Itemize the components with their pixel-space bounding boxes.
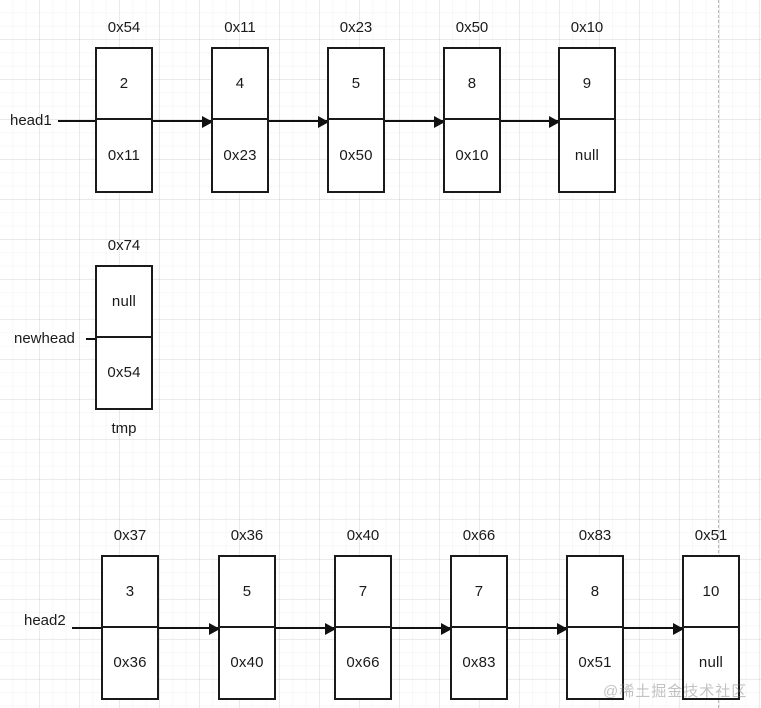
list-node: 2 0x11 bbox=[95, 47, 153, 193]
node-next: 0x51 bbox=[578, 654, 612, 672]
node-address-label: 0x54 bbox=[107, 19, 141, 36]
tmp-label: tmp bbox=[111, 420, 137, 437]
node-value: null bbox=[97, 267, 151, 338]
next-arrow bbox=[508, 623, 568, 635]
next-arrow bbox=[385, 116, 445, 128]
node-next: 0x66 bbox=[346, 654, 380, 672]
pointer-label-newhead: newhead bbox=[14, 330, 75, 347]
node-value: 5 bbox=[220, 557, 274, 628]
node-next: 0x50 bbox=[339, 147, 373, 164]
list-node: 7 0x83 bbox=[450, 555, 508, 700]
watermark: @稀土掘金技术社区 bbox=[603, 683, 748, 700]
node-address-label: 0x51 bbox=[694, 527, 728, 544]
pointer-label-head2: head2 bbox=[24, 612, 66, 629]
node-value: 8 bbox=[445, 49, 499, 120]
head2-stub-line bbox=[72, 627, 101, 629]
next-arrow bbox=[392, 623, 452, 635]
node-value: 3 bbox=[103, 557, 157, 628]
node-address-label: 0x37 bbox=[113, 527, 147, 544]
next-arrow bbox=[501, 116, 560, 128]
node-address-label: 0x10 bbox=[570, 19, 604, 36]
node-next: 0x36 bbox=[113, 654, 147, 672]
node-address-label: 0x74 bbox=[107, 237, 141, 254]
list-node: 5 0x40 bbox=[218, 555, 276, 700]
node-value: 9 bbox=[560, 49, 614, 120]
list-node: 4 0x23 bbox=[211, 47, 269, 193]
list-node: 3 0x36 bbox=[101, 555, 159, 700]
list-node: 8 0x51 bbox=[566, 555, 624, 700]
node-value: 2 bbox=[97, 49, 151, 120]
next-arrow bbox=[153, 116, 213, 128]
list-node: null 0x54 bbox=[95, 265, 153, 410]
node-value: 5 bbox=[329, 49, 383, 120]
node-next: 0x83 bbox=[462, 654, 496, 672]
list-node: 9 null bbox=[558, 47, 616, 193]
next-arrow bbox=[624, 623, 684, 635]
list-node: 10 null bbox=[682, 555, 740, 700]
node-next: 0x23 bbox=[223, 147, 257, 164]
next-arrow bbox=[159, 623, 220, 635]
node-address-label: 0x50 bbox=[455, 19, 489, 36]
pointer-label-head1: head1 bbox=[10, 112, 52, 129]
node-value: 4 bbox=[213, 49, 267, 120]
next-arrow bbox=[269, 116, 329, 128]
node-address-label: 0x66 bbox=[462, 527, 496, 544]
node-next: null bbox=[574, 147, 600, 164]
node-next: null bbox=[698, 654, 724, 672]
node-value: 7 bbox=[336, 557, 390, 628]
node-address-label: 0x23 bbox=[339, 19, 373, 36]
node-value: 10 bbox=[684, 557, 738, 628]
list-node: 7 0x66 bbox=[334, 555, 392, 700]
newhead-stub-line bbox=[86, 338, 96, 340]
head1-stub-line bbox=[58, 120, 96, 122]
node-address-label: 0x36 bbox=[230, 527, 264, 544]
node-address-label: 0x40 bbox=[346, 527, 380, 544]
node-next: 0x40 bbox=[230, 654, 264, 672]
list-node: 5 0x50 bbox=[327, 47, 385, 193]
node-next: 0x10 bbox=[455, 147, 489, 164]
node-next: 0x11 bbox=[107, 147, 141, 164]
list-node: 8 0x10 bbox=[443, 47, 501, 193]
page-boundary-guide bbox=[718, 0, 719, 708]
node-address-label: 0x11 bbox=[224, 19, 256, 36]
node-value: 8 bbox=[568, 557, 622, 628]
node-address-label: 0x83 bbox=[578, 527, 612, 544]
next-arrow bbox=[276, 623, 336, 635]
node-value: 7 bbox=[452, 557, 506, 628]
node-next: 0x54 bbox=[107, 364, 141, 382]
